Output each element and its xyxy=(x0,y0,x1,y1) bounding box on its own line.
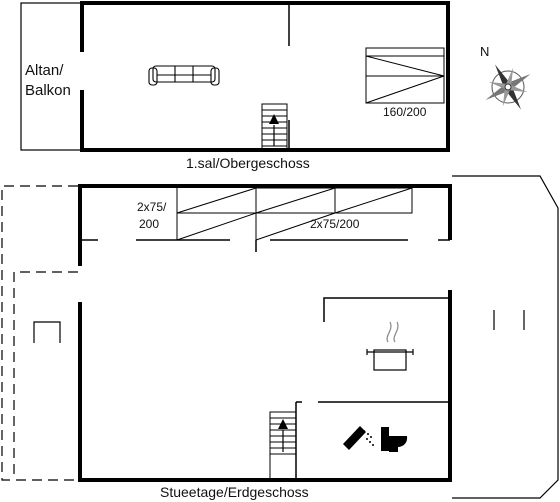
bed-left-label-line2: 200 xyxy=(139,217,159,231)
ground-floor: 2x75/ 200 2x75/200 xyxy=(1,175,559,500)
ground-stairs-arrow-icon xyxy=(278,419,288,452)
bedroom-partition xyxy=(80,239,450,252)
upper-bed-label: 160/200 xyxy=(383,105,427,119)
upper-stairs-arrow-icon xyxy=(269,114,279,146)
ground-floor-walls xyxy=(78,184,452,482)
terrace-outline xyxy=(1,185,80,481)
shower-icon xyxy=(343,426,374,450)
bed-left-label-line1: 2x75/ xyxy=(137,200,167,214)
annex-outline xyxy=(452,175,559,499)
bed-right-label: 2x75/200 xyxy=(310,217,360,231)
ground-stairs-icon xyxy=(269,411,296,480)
toilet-icon xyxy=(381,427,408,452)
terrace-inner-outline xyxy=(13,271,78,480)
cooking-pot-icon xyxy=(366,321,414,371)
double-bed-icon xyxy=(365,47,445,104)
sofa-icon xyxy=(148,65,220,86)
balcony-label-line1: Altan/ xyxy=(25,62,64,79)
compass-north-label: N xyxy=(480,44,489,59)
kitchen-partition xyxy=(295,297,450,480)
upper-floor-title: 1.sal/Obergeschoss xyxy=(186,155,310,171)
compass-rose-icon xyxy=(485,64,531,110)
single-beds-icon xyxy=(176,186,413,241)
ground-floor-title: Stueetage/Erdgeschoss xyxy=(160,484,309,500)
balcony-label-line2: Balkon xyxy=(25,82,71,99)
annex-window-marks xyxy=(493,310,525,330)
balcony-door-gap xyxy=(79,52,85,90)
upper-floor: 160/200 Altan/ Balkon 1.sal/Obergeschoss xyxy=(20,1,450,171)
terrace-fixture-icon xyxy=(33,321,61,343)
